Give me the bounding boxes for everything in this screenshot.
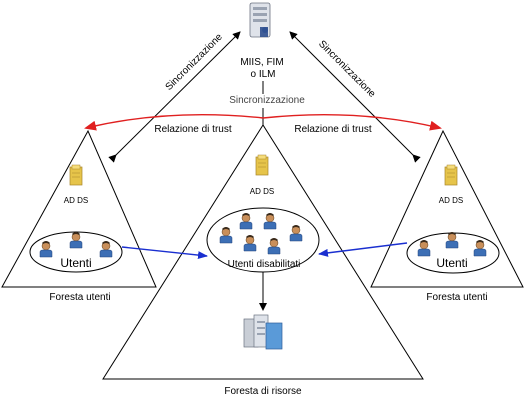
right-users-link-arrow bbox=[318, 242, 408, 257]
right-forest-label: Foresta utenti bbox=[426, 292, 487, 303]
sync-left-arrow bbox=[108, 31, 241, 163]
server-label-line1: MIIS, FIM bbox=[240, 57, 283, 68]
center-forest-label: Foresta di risorse bbox=[224, 386, 302, 397]
right-adds-label: AD DS bbox=[439, 196, 463, 205]
server-label-line2: o ILM bbox=[250, 69, 275, 80]
right-adds-folder-icon bbox=[444, 164, 458, 186]
sync-left-label: Sincronizzazione bbox=[164, 31, 226, 93]
left-forest-label: Foresta utenti bbox=[49, 292, 110, 303]
trust-right-label: Relazione di trust bbox=[294, 124, 371, 135]
sync-right-label: Sincronizzazione bbox=[316, 39, 378, 101]
center-adds-folder-icon bbox=[255, 154, 269, 176]
trust-left-label: Relazione di trust bbox=[154, 124, 231, 135]
center-users-label: Utenti disabilitati bbox=[228, 259, 301, 270]
server-rack-icon bbox=[243, 314, 283, 350]
center-adds-label: AD DS bbox=[250, 187, 274, 196]
sync-vertical-label: Sincronizzazione bbox=[229, 95, 305, 106]
trust-left-arrow bbox=[84, 113, 264, 131]
right-users-label: Utenti bbox=[436, 256, 467, 270]
left-adds-folder-icon bbox=[69, 164, 83, 186]
left-users-link-arrow bbox=[121, 246, 208, 260]
left-users-label: Utenti bbox=[60, 256, 91, 270]
left-adds-label: AD DS bbox=[64, 196, 88, 205]
sync-right-arrow bbox=[289, 31, 421, 163]
server-icon bbox=[249, 2, 271, 38]
trust-right-arrow bbox=[262, 113, 442, 131]
